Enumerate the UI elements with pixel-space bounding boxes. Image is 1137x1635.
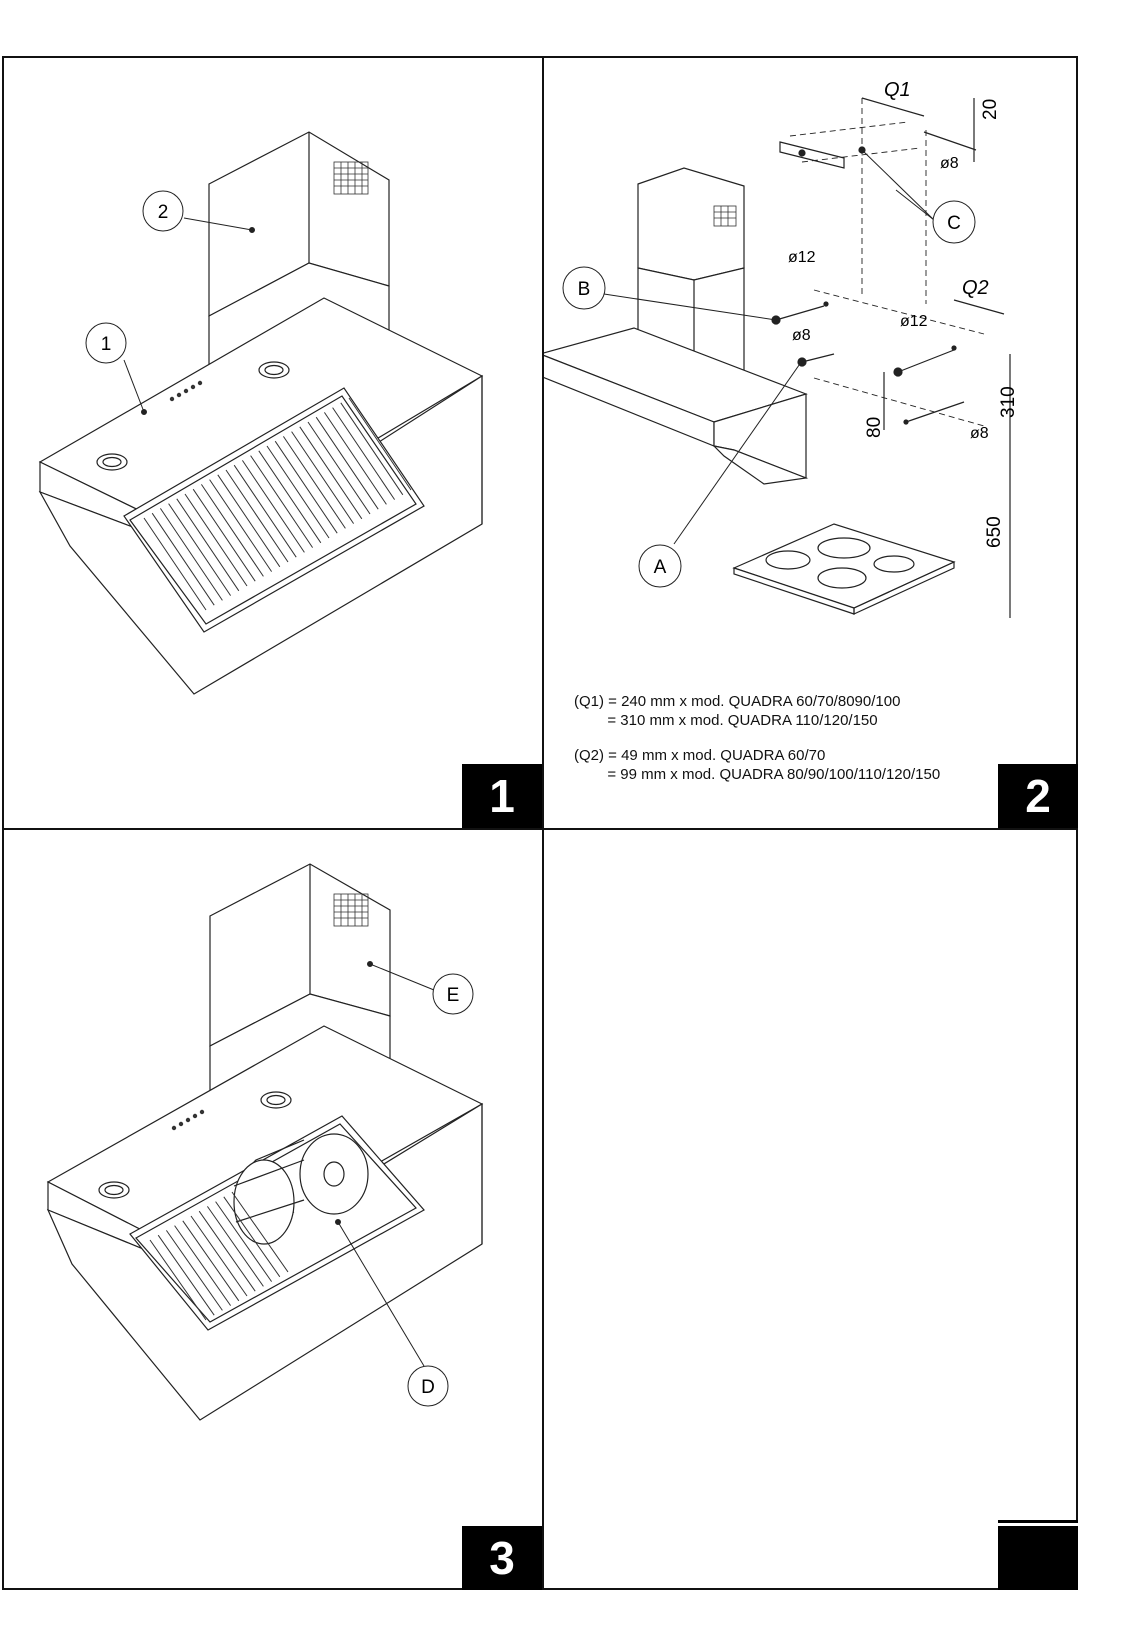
figure-number-2: 2 (998, 764, 1078, 828)
dim-310: 310 (998, 386, 1019, 418)
dim-q2: Q2 (962, 277, 989, 299)
dim-d8-bottom: ø8 (970, 425, 989, 442)
dim-d12-left: ø12 (788, 249, 816, 266)
figure-3-panel: D E 3 (4, 830, 542, 1590)
dim-d8-left: ø8 (792, 327, 811, 344)
callout-b: B (578, 279, 591, 300)
model-notes: (Q1) = 240 mm x mod. QUADRA 60/70/8090/1… (574, 692, 940, 784)
q1-note-line-1: (Q1) = 240 mm x mod. QUADRA 60/70/8090/1… (574, 692, 940, 711)
callout-c: C (947, 213, 961, 234)
figure-number-4 (998, 1523, 1078, 1590)
hood-motor-drawing: D E (4, 830, 542, 1590)
dim-20: 20 (980, 99, 1001, 120)
instruction-sheet: 1 2 1 (2, 56, 1078, 1590)
callout-2: 2 (158, 202, 169, 223)
figure-2-panel: A B C Q1 Q2 ø8 ø12 ø8 ø12 ø8 20 310 80 6… (544, 58, 1078, 828)
dim-d12-right: ø12 (900, 313, 928, 330)
callout-d: D (421, 1377, 435, 1398)
dim-80: 80 (864, 417, 885, 438)
q1-note-line-2: = 310 mm x mod. QUADRA 110/120/150 (574, 711, 940, 730)
q2-note-line-2: = 99 mm x mod. QUADRA 80/90/100/110/120/… (574, 765, 940, 784)
callout-a: A (654, 557, 667, 578)
callout-1: 1 (101, 334, 112, 355)
hood-front-drawing: 1 2 (4, 58, 542, 828)
dim-q1: Q1 (884, 79, 911, 101)
callout-e: E (447, 985, 460, 1006)
figure-1-panel: 1 2 1 (4, 58, 542, 828)
figure-4-panel (544, 830, 1078, 1590)
dim-650: 650 (984, 516, 1005, 548)
q2-note-line-1: (Q2) = 49 mm x mod. QUADRA 60/70 (574, 746, 940, 765)
figure-number-1: 1 (462, 764, 542, 828)
figure-number-3: 3 (462, 1526, 542, 1590)
dim-d8-top: ø8 (940, 155, 959, 172)
